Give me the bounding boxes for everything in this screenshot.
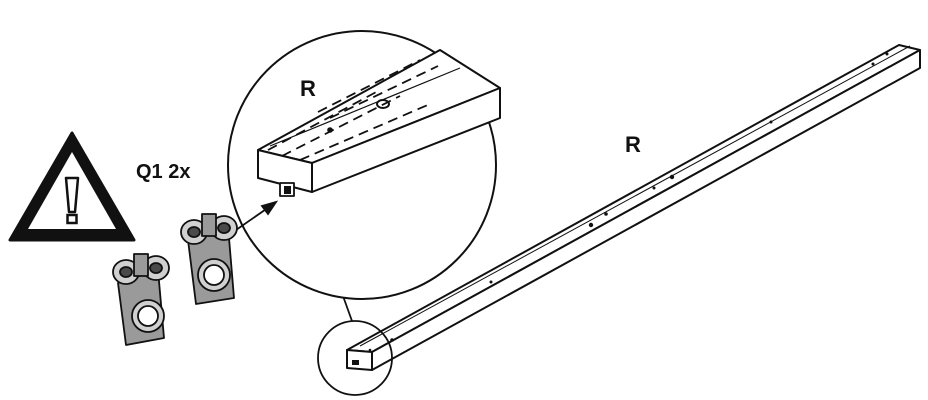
rail-r xyxy=(346,44,921,371)
rail-part-label: R xyxy=(625,132,641,157)
detail-circle-small xyxy=(317,295,393,396)
warning-triangle-icon xyxy=(8,131,136,242)
roller-carriage-q1-back xyxy=(112,253,170,346)
roller-carriage-q1-front xyxy=(180,213,238,305)
insert-arrow xyxy=(235,200,279,231)
zoom-detail-circle xyxy=(227,30,501,300)
zoom-part-label: R xyxy=(300,76,316,101)
quantity-label: Q1 2x xyxy=(136,161,190,183)
